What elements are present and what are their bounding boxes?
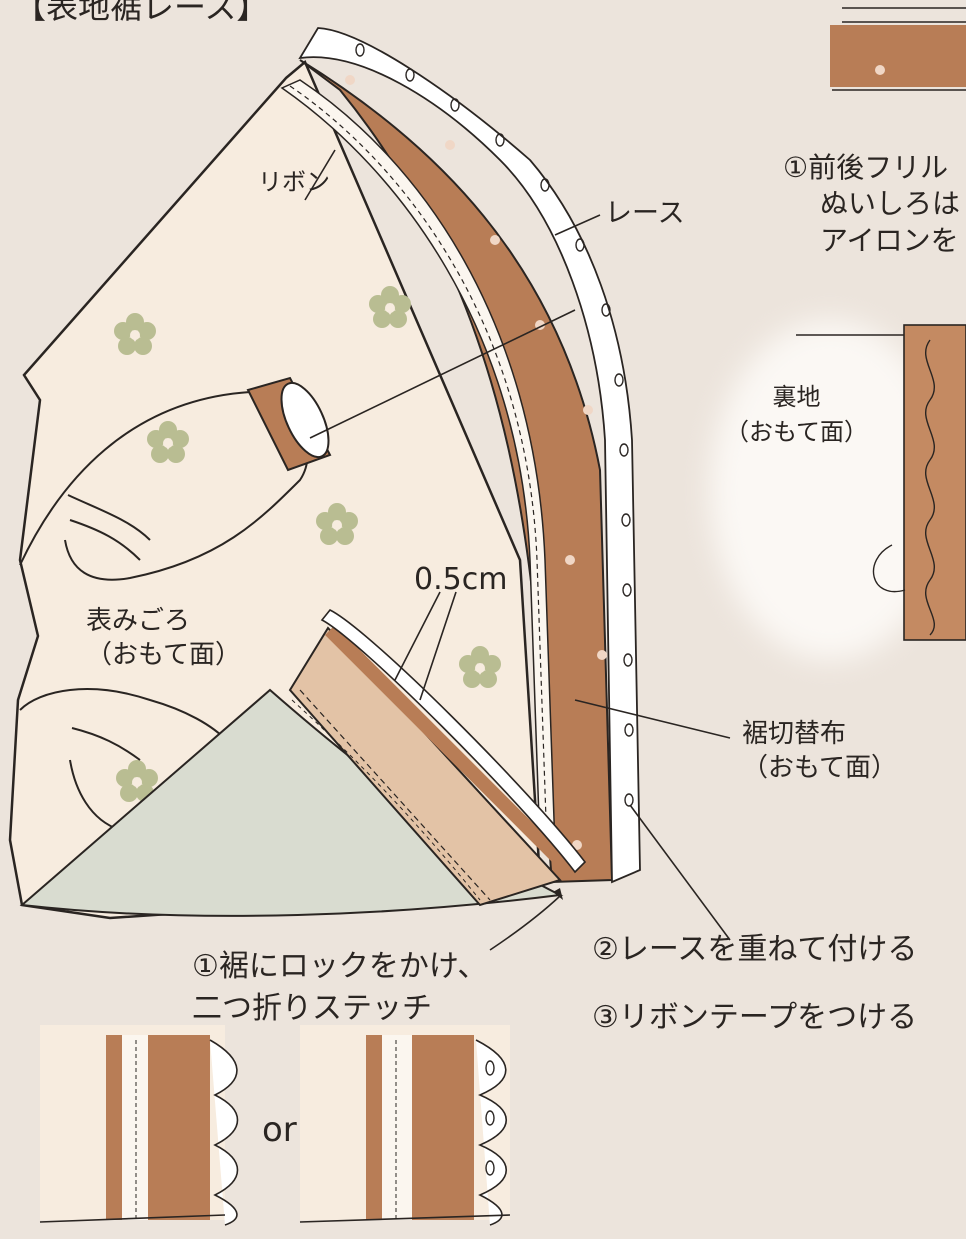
- hem-folded-band: [288, 626, 562, 907]
- detail-swatch-left: [39, 1025, 239, 1226]
- lining-line2: （おもて面）: [725, 417, 869, 446]
- lining-backdrop: [710, 320, 950, 660]
- step1-line1: ①裾にロックをかけ、: [192, 949, 488, 984]
- callout-lines: [304, 149, 966, 951]
- label-lace: レース: [605, 198, 685, 229]
- hem-panel-line1: 裾切替布: [742, 719, 847, 749]
- hem-panel-line2: （おもて面）: [742, 752, 897, 783]
- label-seam-allowance: 0.5cm: [414, 562, 508, 597]
- label-front-body: 表みごろ （おもて面）: [86, 605, 241, 673]
- front-body-line2: （おもて面）: [86, 639, 241, 670]
- front-frill-note-line2: ぬいしろは: [820, 187, 961, 221]
- lace-holes: [355, 43, 634, 807]
- detail-swatch-right: [299, 1025, 511, 1226]
- front-frill-note-line1: ①前後フリル: [783, 151, 949, 184]
- sleeve-drawing: [19, 390, 309, 835]
- lining-line1: 裏地: [772, 383, 821, 411]
- ribbon-tape: [280, 79, 556, 849]
- label-lining: 裏地 （おもて面）: [725, 380, 868, 450]
- label-or: or: [262, 1110, 297, 1150]
- sleeve-cuff-icon: [246, 376, 332, 472]
- label-ribbon: リボン: [258, 168, 330, 196]
- lining-frill-edge: [872, 324, 966, 641]
- label-front-frill-note: ①前後フリル ぬいしろは アイロンを: [783, 150, 960, 259]
- step1-line2: 二つ折りステッチ: [192, 991, 432, 1026]
- front-frill-note-line3: アイロンを: [820, 223, 959, 257]
- label-step1: ①裾にロックをかけ、 二つ折りステッチ: [192, 946, 487, 1030]
- label-step2: ②レースを重ねて付ける: [592, 932, 918, 967]
- front-body-line1: 表みごろ: [86, 606, 191, 636]
- lace-scallop-icon: [298, 27, 641, 884]
- label-hem-panel: 裾切替布 （おもて面）: [742, 718, 897, 786]
- label-step3: ③リボンテープをつける: [592, 1000, 918, 1035]
- top-right-swatch: [830, 7, 966, 91]
- page-title: 【表地裾レース】: [14, 0, 269, 26]
